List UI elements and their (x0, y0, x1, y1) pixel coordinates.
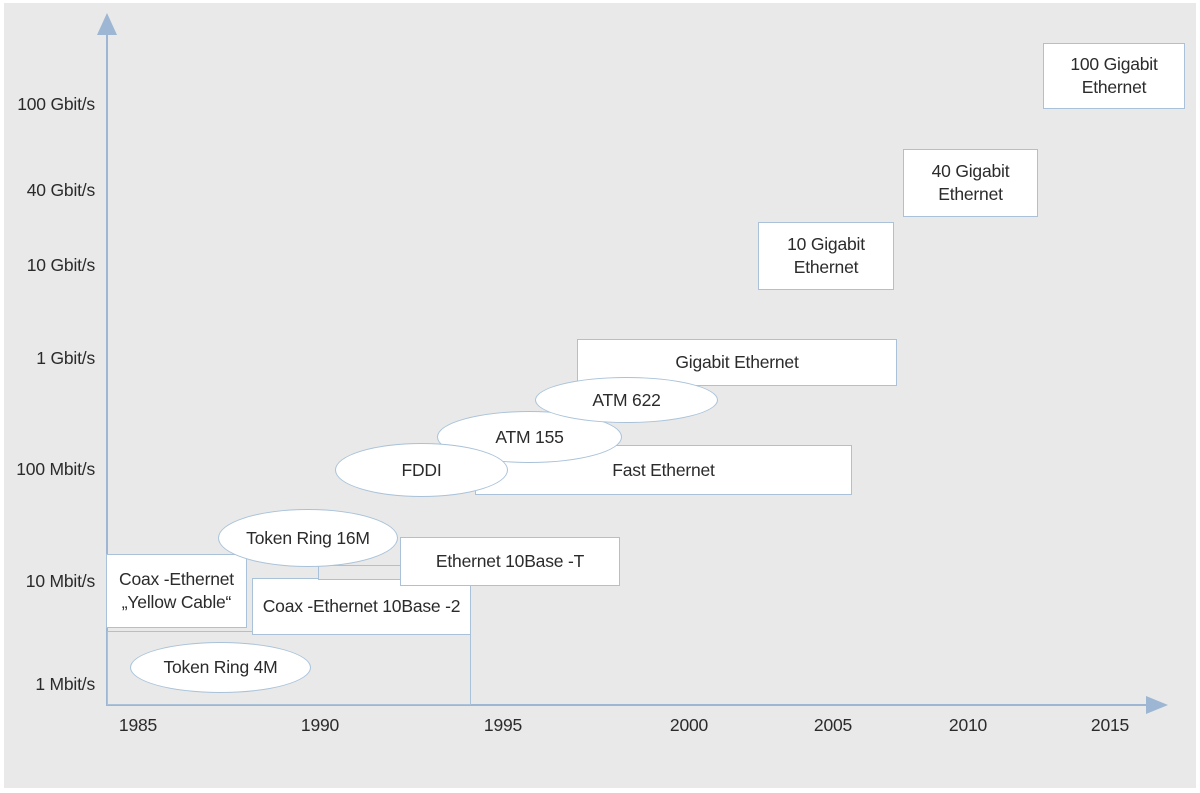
y-tick-40gbit: 40 Gbit/s (26, 180, 95, 200)
x-tick-1995: 1995 (483, 715, 523, 735)
x-tick-1990: 1990 (300, 715, 340, 735)
node-token-ring-16m: Token Ring 16M (218, 509, 398, 567)
node-ethernet-10base-t: Ethernet 10Base -T (400, 537, 620, 586)
y-axis-line (106, 30, 108, 705)
y-tick-1mbit: 1 Mbit/s (35, 674, 95, 694)
x-tick-2000: 2000 (669, 715, 709, 735)
x-axis-line (106, 704, 1148, 706)
node-coax-ethernet-10base2: Coax -Ethernet 10Base -2 (252, 578, 471, 635)
node-40-gigabit-ethernet: 40 Gigabit Ethernet (903, 149, 1038, 217)
node-100-gigabit-ethernet: 100 Gigabit Ethernet (1043, 43, 1185, 109)
y-tick-10mbit: 10 Mbit/s (25, 571, 95, 591)
node-fddi: FDDI (335, 443, 508, 497)
x-tick-2005: 2005 (813, 715, 853, 735)
y-tick-10gbit: 10 Gbit/s (26, 255, 95, 275)
y-tick-100gbit: 100 Gbit/s (17, 94, 95, 114)
x-axis-arrowhead-icon (1146, 696, 1168, 714)
x-tick-2015: 2015 (1090, 715, 1130, 735)
y-tick-1gbit: 1 Gbit/s (36, 348, 95, 368)
node-atm-622: ATM 622 (535, 377, 718, 423)
x-tick-2010: 2010 (948, 715, 988, 735)
node-token-ring-4m: Token Ring 4M (130, 642, 311, 693)
connector-notch (318, 565, 403, 580)
y-tick-100mbit: 100 Mbit/s (16, 459, 95, 479)
y-axis-arrowhead-icon (97, 13, 117, 35)
node-coax-ethernet-yellow-cable: Coax -Ethernet „Yellow Cable“ (106, 554, 247, 628)
node-10-gigabit-ethernet: 10 Gigabit Ethernet (758, 222, 894, 290)
x-tick-1985: 1985 (118, 715, 158, 735)
